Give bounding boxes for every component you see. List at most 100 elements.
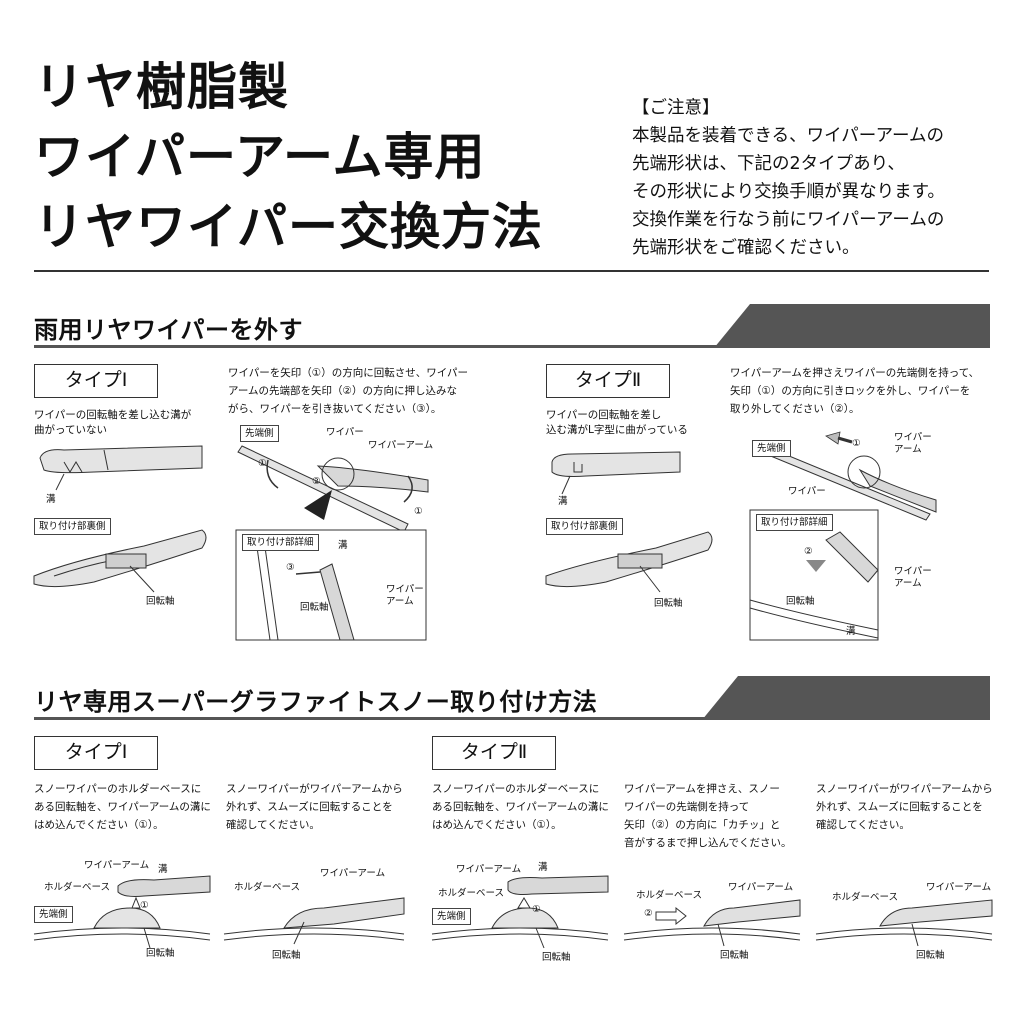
notice-line: 先端形状は、下記の2タイプあり、 [632, 154, 905, 174]
s1-type2-arm-tip-drawing [551, 451, 681, 495]
s1-type1-num1b: ① [414, 506, 423, 517]
s1-type1-arm-label: ワイパーアーム [368, 440, 434, 451]
s1-type2-back-drawing [545, 531, 713, 593]
s1-type2-detail-arm-1: ワイパー [894, 566, 932, 577]
page-title-line1: リヤ樹脂製 [34, 58, 289, 116]
s1-type1-step-2: アームの先端部を矢印（②）の方向に押し込みな [228, 385, 457, 397]
s1-type2-groove-label: 溝 [558, 496, 568, 507]
s1-type1-groove-label: 溝 [46, 494, 56, 505]
s2-type1-text-a-2: ある回転軸を、ワイパーアームの溝に [34, 801, 211, 813]
s2-type2-holder-label: ホルダーベース [438, 888, 505, 899]
s2-type2-groove-label: 溝 [538, 862, 548, 873]
s2-type2-holder-label-c: ホルダーベース [832, 892, 899, 903]
notice-line: 先端形状をご確認ください。 [632, 238, 860, 258]
s1-type2-detail-groove: 溝 [846, 626, 856, 637]
s2-type2-push-drawing [623, 899, 801, 947]
s2-type2-text-c-2: 外れず、スムーズに回転することを [816, 801, 983, 813]
s1-type1-pivot-label: 回転軸 [146, 596, 175, 607]
s1-type2-desc-1: ワイパーの回転軸を差し [546, 409, 662, 421]
s2-type2-tip-tag: 先端側 [432, 908, 471, 925]
s1-type2-arm-2: アーム [894, 444, 922, 455]
s2-type2-arm-label-c: ワイパーアーム [926, 882, 992, 893]
s1-type2-back-tag: 取り付け部裏側 [546, 518, 623, 535]
s2-type2-pivot-label-c: 回転軸 [916, 950, 945, 961]
s1-type1-label: タイプⅠ [34, 364, 158, 398]
section1-heading: 雨用リヤワイパーを外す [34, 316, 304, 344]
s2-type1-arm-label: ワイパーアーム [84, 860, 150, 871]
s1-type2-detail-arm-2: アーム [894, 578, 922, 589]
s2-type2-text-c-3: 確認してください。 [816, 819, 910, 831]
s2-type2-text-a-2: ある回転軸を、ワイパーアームの溝に [432, 801, 609, 813]
s1-type1-desc-2: 曲がっていない [34, 424, 107, 436]
s1-type1-detail-arm-1: ワイパー [386, 584, 424, 595]
s2-type1-fit-drawing [33, 875, 211, 949]
s2-type2-pivot-label: 回転軸 [542, 952, 571, 963]
section2-band: リヤ専用スーパーグラファイトスノー取り付け方法 [34, 676, 990, 720]
s1-type1-detail-groove: 溝 [338, 540, 348, 551]
s2-type2-text-b-4: 音がするまで押し込んでください。 [624, 837, 792, 849]
s1-type2-num1: ① [852, 438, 861, 449]
s2-type1-pivot-label-b: 回転軸 [272, 950, 301, 961]
notice-line: その形状により交換手順が異なります。 [632, 182, 945, 202]
s1-type1-num2: ② [312, 476, 321, 487]
s1-type2-wiper-label: ワイパー [788, 486, 826, 497]
s2-type2-text-a-3: はめ込んでください（①）。 [432, 819, 562, 831]
s1-type2-tip-tag: 先端側 [752, 440, 791, 457]
s2-type1-tip-tag: 先端側 [34, 906, 73, 923]
page-title-line2: ワイパーアーム専用 [34, 128, 486, 186]
s2-type1-label: タイプⅠ [34, 736, 158, 770]
s2-type1-holder-label-b: ホルダーベース [234, 882, 301, 893]
s2-type1-pivot-label: 回転軸 [146, 948, 175, 959]
s1-type1-detail-arm-2: アーム [386, 596, 414, 607]
section2-band-line [34, 717, 990, 720]
s2-type2-arm-label-b: ワイパーアーム [728, 882, 794, 893]
s2-type2-holder-label-b: ホルダーベース [636, 890, 703, 901]
section1-band-line [34, 345, 990, 348]
s1-type1-detail-tag: 取り付け部詳細 [242, 534, 319, 551]
s2-type1-num1: ① [140, 900, 149, 911]
notice-heading: 【ご注意】 [632, 98, 720, 118]
s1-type2-label: タイプⅡ [546, 364, 670, 398]
section2-heading: リヤ専用スーパーグラファイトスノー取り付け方法 [34, 688, 598, 716]
s1-type1-step-3: がら、ワイパーを引き抜いてください（③）。 [228, 403, 442, 415]
s1-type2-step-1: ワイパーアームを押さえワイパーの先端側を持って、 [730, 367, 980, 379]
s2-type2-text-c-1: スノーワイパーがワイパーアームから [816, 783, 993, 795]
s2-type2-num2: ② [644, 908, 653, 919]
s1-type2-step-2: 矢印（①）の方向に引きロックを外し、ワイパーを [730, 385, 971, 397]
s1-type1-tip-tag: 先端側 [240, 425, 279, 442]
s2-type1-text-b-2: 外れず、スムーズに回転することを [226, 801, 393, 813]
s1-type1-removal-drawing [237, 445, 429, 533]
s2-type1-arm-label-b: ワイパーアーム [320, 868, 386, 879]
s2-type2-arm-label: ワイパーアーム [456, 864, 522, 875]
s1-type2-detail-num2: ② [804, 546, 813, 557]
s1-type2-desc-2: 込む溝がL字型に曲がっている [546, 424, 688, 436]
s2-type1-text-b-3: 確認してください。 [226, 819, 320, 831]
s2-type2-text-b-1: ワイパーアームを押さえ、スノー [624, 783, 780, 795]
section2-band-shape [702, 676, 990, 720]
s1-type2-detail-frame [749, 509, 879, 641]
s1-type1-back-drawing [33, 529, 207, 593]
s1-type2-arm-1: ワイパー [894, 432, 932, 443]
s2-type2-text-b-3: 矢印（②）の方向に「カチッ」と [624, 819, 781, 831]
s2-type2-text-b-2: ワイパーの先端側を持って [624, 801, 750, 813]
s2-type1-text-a-3: はめ込んでください（①）。 [34, 819, 164, 831]
s2-type2-check-drawing [815, 899, 993, 947]
s2-type1-groove-label: 溝 [158, 864, 168, 875]
s1-type1-back-tag: 取り付け部裏側 [34, 518, 111, 535]
section1-band: 雨用リヤワイパーを外す [34, 304, 990, 348]
s1-type2-pivot-label: 回転軸 [654, 598, 683, 609]
s2-type2-fit-drawing [431, 875, 609, 949]
s2-type2-label: タイプⅡ [432, 736, 556, 770]
s2-type2-num1: ① [532, 904, 541, 915]
page-title-line3: リヤワイパー交換方法 [34, 198, 543, 256]
s1-type1-step-1: ワイパーを矢印（①）の方向に回転させ、ワイパー [228, 367, 468, 379]
s1-type1-detail-num3: ③ [286, 562, 295, 573]
s1-type1-wiper-label: ワイパー [326, 427, 364, 438]
s2-type1-check-drawing [223, 897, 405, 945]
section1-band-shape [714, 304, 990, 348]
s2-type1-text-b-1: スノーワイパーがワイパーアームから [226, 783, 403, 795]
notice-line: 交換作業を行なう前にワイパーアームの [632, 210, 945, 230]
s2-type2-text-a-1: スノーワイパーのホルダーベースに [432, 783, 600, 795]
s1-type2-detail-tag: 取り付け部詳細 [756, 514, 833, 531]
s2-type1-holder-label: ホルダーベース [44, 882, 111, 893]
